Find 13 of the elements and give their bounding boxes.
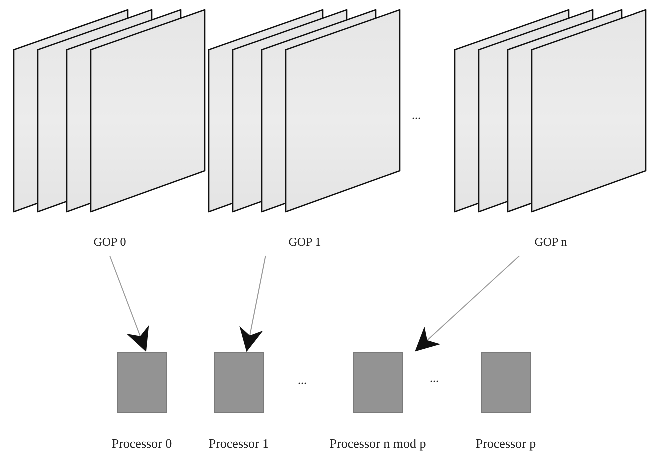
arrow xyxy=(110,256,150,352)
processor-label: Processor 0 xyxy=(112,435,172,453)
gop-label: GOP 1 xyxy=(288,234,322,250)
gop-label: GOP 0 xyxy=(94,234,126,250)
ellipsis: ... xyxy=(430,371,439,385)
gop-label: GOP n xyxy=(534,234,568,250)
arrow xyxy=(240,256,266,352)
processor-label: Processor n mod p xyxy=(330,435,426,453)
processor-label: Processor 1 xyxy=(208,435,270,453)
arrow xyxy=(415,256,520,352)
ellipsis: ... xyxy=(298,373,307,387)
processor-label: Processor p xyxy=(476,435,536,453)
ellipsis: ... xyxy=(412,108,421,122)
